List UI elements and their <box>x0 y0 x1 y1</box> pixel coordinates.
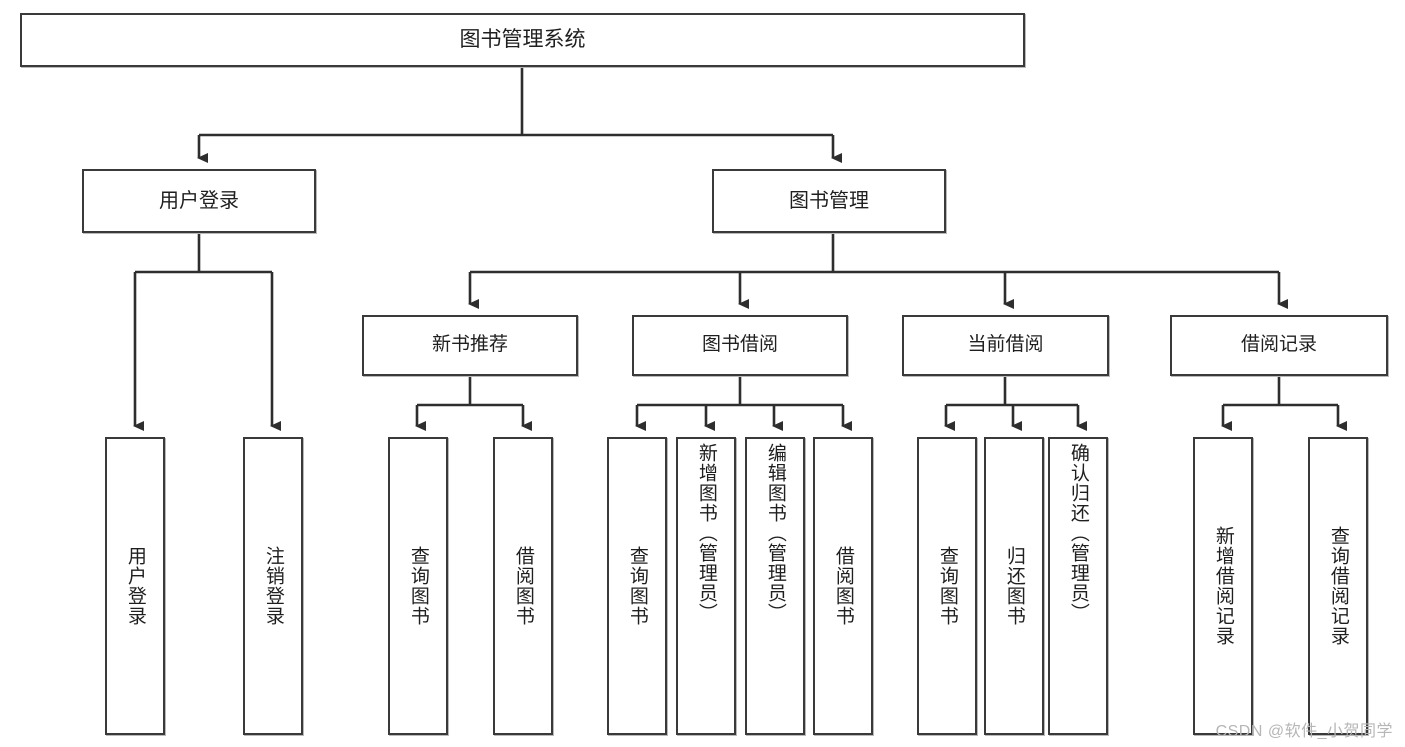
node-label: 借阅图书 <box>512 546 534 626</box>
leaf-book-borrow-add-book-admin[interactable]: 新增图书（管理员） <box>676 437 736 735</box>
node-label: 新书推荐 <box>431 334 508 356</box>
leaf-book-borrow-edit-book-admin[interactable]: 编辑图书（管理员） <box>745 437 805 735</box>
node-label: 图书管理 <box>789 190 869 212</box>
leaf-inner: 确认归还（管理员） <box>1050 439 1106 737</box>
watermark: CSDN @软件_小贺同学 <box>1215 723 1393 740</box>
leaf-borrow-record-add-record[interactable]: 新增借阅记录 <box>1193 437 1253 735</box>
node-label: 图书管理系统 <box>459 28 586 52</box>
leaf-current-borrow-confirm-return-admin[interactable]: 确认归还（管理员） <box>1048 437 1108 735</box>
leaf-inner: 归还图书 <box>986 439 1042 733</box>
node-current-borrow[interactable]: 当前借阅 <box>902 315 1109 376</box>
node-label: 新增图书（管理员） <box>695 443 717 623</box>
node-label: 注销登录 <box>262 546 284 626</box>
leaf-book-borrow-query-books[interactable]: 查询图书 <box>607 437 667 735</box>
node-label: 归还图书 <box>1003 546 1025 626</box>
node-label: 查询借阅记录 <box>1327 526 1349 646</box>
leaf-inner: 查询图书 <box>919 439 975 733</box>
node-label: 用户登录 <box>159 190 239 212</box>
leaf-inner: 编辑图书（管理员） <box>747 439 803 737</box>
node-label: 借阅图书 <box>832 546 854 626</box>
leaf-inner: 借阅图书 <box>815 439 871 733</box>
node-label: 新增借阅记录 <box>1212 526 1234 646</box>
leaf-inner: 用户登录 <box>107 439 163 733</box>
node-label: 查询图书 <box>936 546 958 626</box>
leaf-inner: 查询图书 <box>609 439 665 733</box>
leaf-inner: 查询图书 <box>390 439 446 733</box>
node-label: 用户登录 <box>124 546 146 626</box>
leaf-inner: 借阅图书 <box>495 439 551 733</box>
node-label: 当前借阅 <box>967 334 1044 356</box>
node-borrow-record[interactable]: 借阅记录 <box>1170 315 1388 376</box>
leaf-inner: 查询借阅记录 <box>1310 439 1366 733</box>
node-root-system[interactable]: 图书管理系统 <box>20 13 1025 67</box>
node-user-login[interactable]: 用户登录 <box>82 169 316 233</box>
node-label: 确认归还（管理员） <box>1067 443 1089 623</box>
node-label: 图书借阅 <box>701 334 778 356</box>
leaf-new-book-borrow-books[interactable]: 借阅图书 <box>493 437 553 735</box>
leaf-inner: 新增借阅记录 <box>1195 439 1251 733</box>
node-label: 编辑图书（管理员） <box>764 443 786 623</box>
node-label: 查询图书 <box>626 546 648 626</box>
node-book-borrow[interactable]: 图书借阅 <box>632 315 848 376</box>
leaf-inner: 注销登录 <box>245 439 301 733</box>
leaf-borrow-record-query-record[interactable]: 查询借阅记录 <box>1308 437 1368 735</box>
node-label: 查询图书 <box>407 546 429 626</box>
leaf-user-login-logout[interactable]: 注销登录 <box>243 437 303 735</box>
leaf-inner: 新增图书（管理员） <box>678 439 734 737</box>
leaf-current-borrow-query-books[interactable]: 查询图书 <box>917 437 977 735</box>
leaf-new-book-query-books[interactable]: 查询图书 <box>388 437 448 735</box>
node-new-book-recommend[interactable]: 新书推荐 <box>362 315 578 376</box>
node-label: 借阅记录 <box>1240 334 1317 356</box>
leaf-user-login-login[interactable]: 用户登录 <box>105 437 165 735</box>
node-book-management[interactable]: 图书管理 <box>712 169 946 233</box>
leaf-book-borrow-borrow-books[interactable]: 借阅图书 <box>813 437 873 735</box>
leaf-current-borrow-return-books[interactable]: 归还图书 <box>984 437 1044 735</box>
